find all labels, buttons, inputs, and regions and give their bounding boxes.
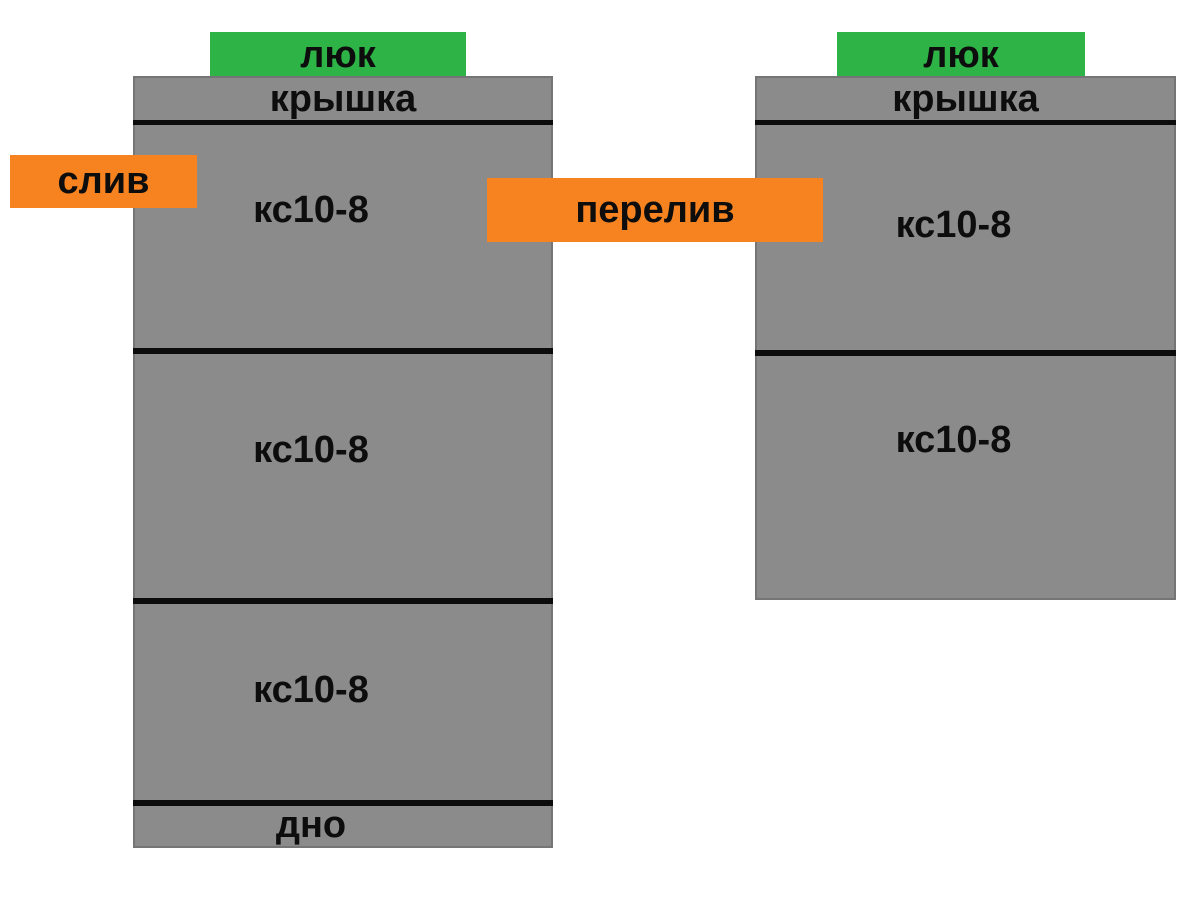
left-cover-label: крышка: [269, 78, 417, 120]
right-cover-line: [755, 120, 1176, 125]
right-ring-2-label: кс10-8: [895, 419, 1012, 461]
left-ring-3-label: кс10-8: [253, 669, 369, 711]
left-divider-2: [133, 598, 553, 604]
left-hatch-label: люк: [210, 32, 466, 78]
left-bottom-label: дно: [275, 804, 347, 846]
right-divider-1: [755, 350, 1176, 356]
right-ring-1-label: кс10-8: [895, 204, 1012, 246]
left-ring-2-label: кс10-8: [253, 429, 369, 471]
right-tank: крышка кс10-8 кс10-8: [755, 76, 1176, 600]
left-tank: крышка кс10-8 кс10-8 кс10-8 дно: [133, 76, 553, 848]
left-bottom-line: [133, 800, 553, 806]
left-cover-line: [133, 120, 553, 125]
overflow-pipe-label: перелив: [487, 178, 823, 242]
drain-pipe-label: слив: [10, 155, 197, 208]
right-cover-label: крышка: [892, 78, 1039, 120]
left-ring-1-label: кс10-8: [253, 189, 369, 231]
left-divider-1: [133, 348, 553, 354]
right-hatch-label: люк: [837, 32, 1085, 78]
